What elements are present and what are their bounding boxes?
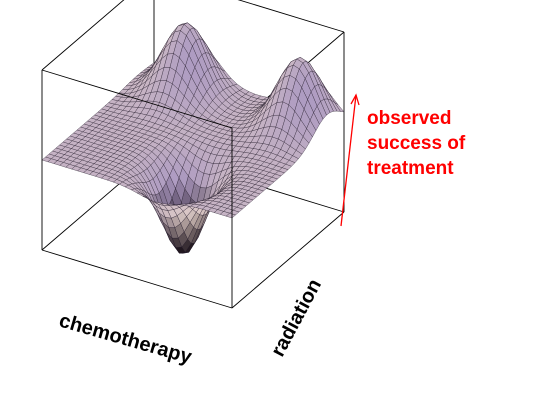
box-edge <box>41 69 233 129</box>
bounding-box-front <box>41 69 345 309</box>
y-axis-label: radiation <box>267 275 326 360</box>
success-arrow <box>340 93 360 227</box>
annotation-line-3: treatment <box>367 158 454 179</box>
surface-plot <box>41 22 345 254</box>
annotation-line-2: success of <box>367 133 466 154</box>
x-axis-label: chemotherapy <box>57 310 195 369</box>
box-edge <box>231 211 345 309</box>
box-edge <box>237 0 345 33</box>
box-edge <box>41 249 233 309</box>
box-edge <box>41 0 125 71</box>
surface-patch <box>225 212 236 219</box>
annotation-line-1: observed <box>367 108 451 129</box>
